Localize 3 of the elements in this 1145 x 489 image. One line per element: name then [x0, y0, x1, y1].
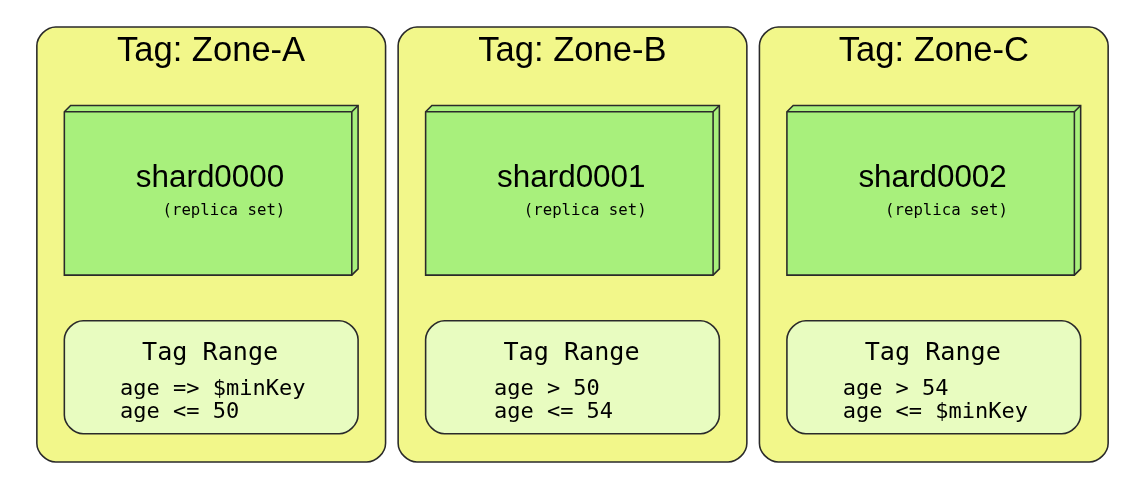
node-box: Tag Range age => $minKey age <= 50: [63, 319, 359, 435]
node-box: Tag Range age > 54 age <= $minKey: [786, 319, 1082, 435]
node-box: Tag Range age > 50 age <= 54: [424, 319, 721, 435]
